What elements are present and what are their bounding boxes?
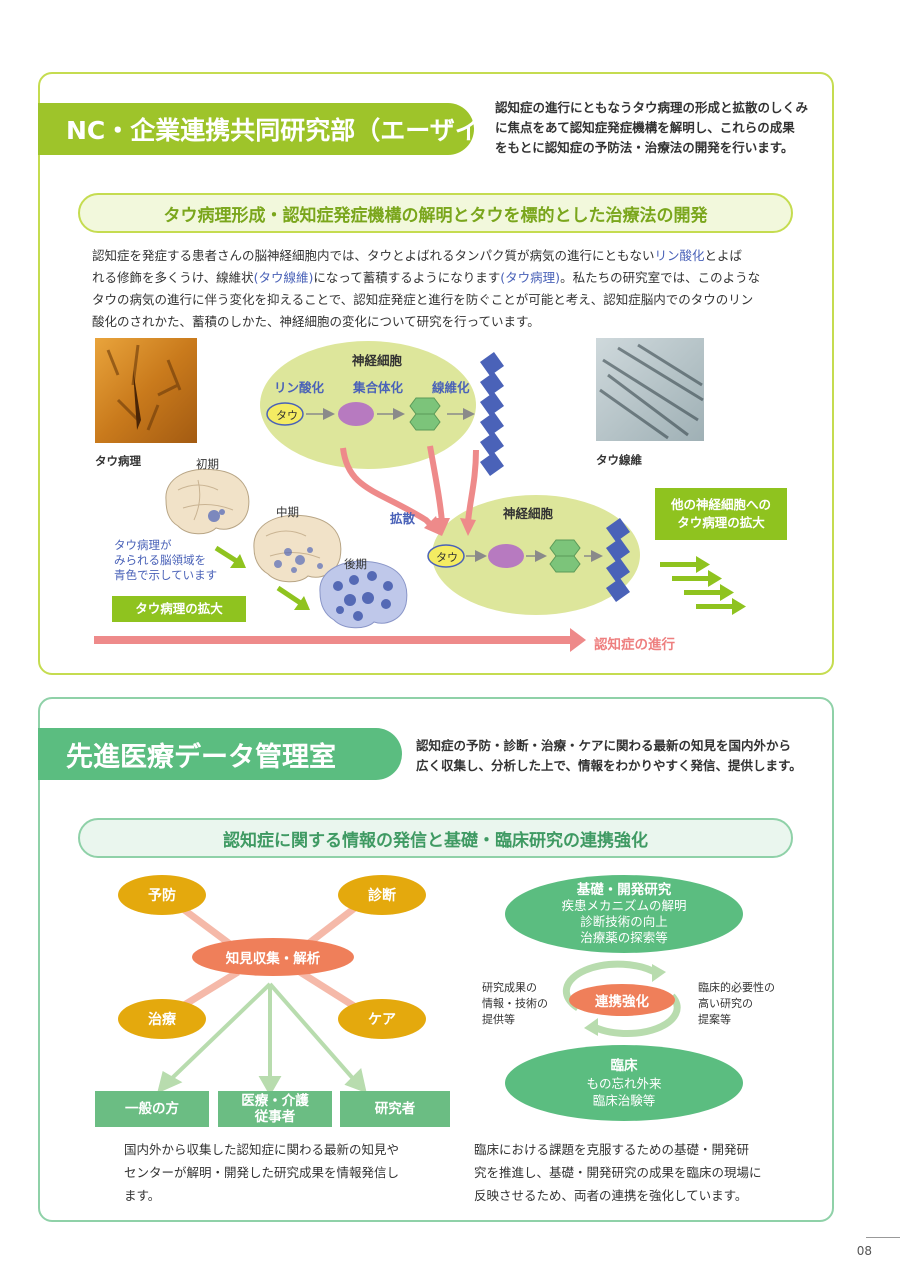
tau-diagram <box>94 338 746 652</box>
knowledge-analysis-badge: 知見収集・解析 <box>192 938 354 976</box>
caption-line: 国内外から収集した認知症に関わる最新の知見や <box>124 1142 400 1157</box>
tau-fiber-label: タウ線維 <box>596 453 642 467</box>
collaboration-badge: 連携強化 <box>569 984 675 1016</box>
fibrillization-label: 線維化 <box>432 380 470 395</box>
tau-label-1: タウ <box>276 409 298 422</box>
fibril-icon-2 <box>606 518 630 602</box>
right-cycle-note: 臨床的必要性の 高い研究の 提案等 <box>698 980 775 1028</box>
brain-early <box>165 468 250 535</box>
caption-line: 反映させるため、両者の連携を強化しています。 <box>474 1188 748 1203</box>
other-neurons-box: 他の神経細胞への タウ病理の拡大 <box>655 488 787 540</box>
section-1-title: NC・企業連携共同研究部（エーザイ） <box>38 103 505 155</box>
box-line: タウ病理の拡大 <box>677 515 765 530</box>
left-caption: 国内外から収集した認知症に関わる最新の知見や センターが解明・開発した研究成果を… <box>124 1138 454 1207</box>
spread-arrows <box>660 556 746 615</box>
note-line: 提供等 <box>482 1013 515 1026</box>
box-line: 他の神経細胞への <box>670 497 771 512</box>
phosphorylation-label: リン酸化 <box>274 380 325 395</box>
clinical-item: 臨床治験等 <box>592 1092 656 1108</box>
note-line: 高い研究の <box>698 997 753 1010</box>
target-general-public: 一般の方 <box>95 1091 209 1127</box>
caption-line: センターが解明・開発した研究成果を情報発信し <box>124 1165 400 1180</box>
note-line: 研究成果の <box>482 981 537 994</box>
page-number-rule <box>866 1237 900 1238</box>
lead-line: 広く収集し、分析した上で、情報をわかりやすく発信、提供します。 <box>416 758 802 773</box>
basic-title: 基礎・開発研究 <box>576 882 672 898</box>
clinical-oval: 臨床 もの忘れ外来 臨床治験等 <box>505 1045 743 1121</box>
note-line: 臨床的必要性の <box>698 981 775 994</box>
tau-fiber-photo <box>596 338 704 441</box>
box-line: 医療・介護 <box>241 1093 309 1109</box>
spread-label: 拡散 <box>390 511 416 526</box>
prevention-badge: 予防 <box>118 875 206 915</box>
note-line: みられる脳領域を <box>114 553 206 567</box>
brain-legend-note: タウ病理が みられる脳領域を 青色で示しています <box>114 538 217 583</box>
box-line: 従事者 <box>254 1109 296 1125</box>
left-cycle-note: 研究成果の 情報・技術の 提供等 <box>482 980 548 1028</box>
basic-item: 診断技術の向上 <box>580 914 668 929</box>
basic-research-oval: 基礎・開発研究 疾患メカニズムの解明 診断技術の向上 治療薬の探索等 <box>505 875 743 953</box>
phosphorylated-tau-2 <box>488 544 524 568</box>
neuron-1 <box>260 341 476 469</box>
note-line: 情報・技術の <box>482 997 548 1010</box>
target-healthcare-workers: 医療・介護 従事者 <box>218 1091 332 1127</box>
section-1-subtitle: タウ病理形成・認知症発症機構の解明とタウを標的とした治療法の開発 <box>78 193 793 233</box>
body-line: 認知症を発症する患者さんの脳神経細胞内では、タウとよばれるタンパク質が病気の進行… <box>92 248 743 263</box>
target-researchers: 研究者 <box>340 1091 450 1127</box>
lead-line: 認知症の予防・診断・治療・ケアに関わる最新の知見を国内外から <box>416 738 792 753</box>
tau-pathology-label: タウ病理 <box>95 454 141 468</box>
progression-bar <box>94 636 574 644</box>
tau-protein-1 <box>266 402 304 426</box>
clinical-title: 臨床 <box>610 1057 638 1074</box>
section-1-panel <box>38 72 834 675</box>
lead-line: に焦点をあて認知症発症機構を解明し、これらの成果 <box>495 120 795 135</box>
section-2-subtitle: 認知症に関する情報の発信と基礎・臨床研究の連携強化 <box>78 818 793 858</box>
stage-late-label: 後期 <box>344 557 367 571</box>
neuron-label-1: 神経細胞 <box>352 353 403 368</box>
neuron-label-2: 神経細胞 <box>503 506 554 521</box>
aggregate-icon <box>409 397 441 431</box>
caption-line: 究を推進し、基礎・開発研究の成果を臨床の現場に <box>474 1165 762 1180</box>
section-2-title: 先進医療データ管理室 <box>38 728 402 780</box>
body-line: タウの病気の進行に伴う変化を抑えることで、認知症発症と進行を防ぐことが可能と考え… <box>92 292 754 307</box>
stage-early-label: 初期 <box>196 457 219 471</box>
progression-label: 認知症の進行 <box>594 637 675 653</box>
section-2-lead: 認知症の予防・診断・治療・ケアに関わる最新の知見を国内外から 広く収集し、分析し… <box>416 736 826 776</box>
lead-line: 認知症の進行にともなうタウ病理の形成と拡散のしくみ <box>495 100 809 115</box>
note-line: 青色で示しています <box>114 568 218 582</box>
cycle-arrows <box>562 960 681 1038</box>
page-number: 08 <box>856 1244 872 1258</box>
tau-pathology-photo <box>95 338 197 443</box>
body-line: れる修飾を多くうけ、線維状(タウ線維)になって蓄積するようになります(タウ病理)… <box>92 270 761 285</box>
lead-line: をもとに認知症の予防法・治療法の開発を行います。 <box>495 140 794 155</box>
section-1-body: 認知症を発症する患者さんの脳神経細胞内では、タウとよばれるタンパク質が病気の進行… <box>92 245 792 333</box>
caption-line: ます。 <box>124 1188 161 1203</box>
care-badge: ケア <box>338 999 426 1039</box>
caption-line: 臨床における課題を克服するための基礎・開発研 <box>474 1142 750 1157</box>
brain-late <box>319 560 408 629</box>
diagnosis-badge: 診断 <box>338 875 426 915</box>
section-2-panel <box>38 697 834 1222</box>
brain-middle <box>253 514 342 583</box>
basic-item: 治療薬の探索等 <box>580 930 668 945</box>
pathology-expansion-box: タウ病理の拡大 <box>112 596 246 622</box>
right-caption: 臨床における課題を克服するための基礎・開発研 究を推進し、基礎・開発研究の成果を… <box>474 1138 804 1207</box>
tau-label-2: タウ <box>436 551 458 564</box>
body-line: 酸化のされかた、蓄積のしかた、神経細胞の変化について研究を行っています。 <box>92 314 540 329</box>
note-line: タウ病理が <box>114 538 172 552</box>
clinical-item: もの忘れ外来 <box>586 1075 662 1091</box>
note-line: 提案等 <box>698 1013 731 1026</box>
aggregate-icon-2 <box>549 539 581 573</box>
phosphorylated-tau <box>338 402 374 426</box>
aggregation-label: 集合体化 <box>353 380 404 395</box>
tau-protein-2 <box>427 544 465 568</box>
basic-item: 疾患メカニズムの解明 <box>561 898 687 913</box>
fibril-icon <box>480 352 504 476</box>
treatment-badge: 治療 <box>118 999 206 1039</box>
section-1-lead: 認知症の進行にともなうタウ病理の形成と拡散のしくみ に焦点をあて認知症発症機構を… <box>495 98 825 158</box>
stage-middle-label: 中期 <box>276 505 299 519</box>
